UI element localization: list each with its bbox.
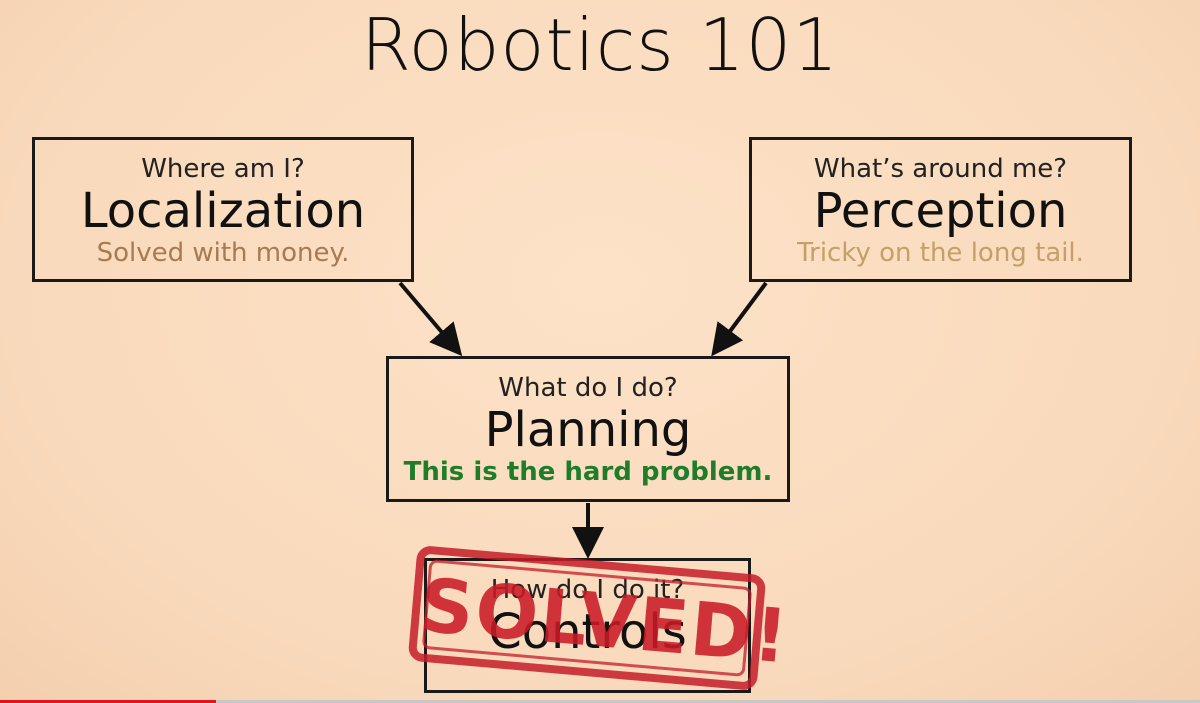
localization-title: Localization	[35, 184, 411, 238]
planning-note: This is the hard problem.	[389, 457, 787, 487]
localization-note: Solved with money.	[35, 238, 411, 268]
slide-title: Robotics 101	[0, 2, 1200, 88]
planning-title: Planning	[389, 403, 787, 457]
perception-title: Perception	[752, 184, 1129, 238]
localization-question: Where am I?	[35, 154, 411, 184]
perception-box: What’s around me? Perception Tricky on t…	[749, 137, 1132, 282]
stamp-text: SOLVED!	[417, 564, 757, 677]
arrow-perception-to-planning	[716, 283, 766, 350]
perception-note: Tricky on the long tail.	[752, 238, 1129, 268]
planning-question: What do I do?	[389, 373, 787, 403]
planning-box: What do I do? Planning This is the hard …	[386, 356, 790, 502]
perception-question: What’s around me?	[752, 154, 1129, 184]
localization-box: Where am I? Localization Solved with mon…	[32, 137, 414, 282]
arrow-localization-to-planning	[400, 283, 457, 350]
